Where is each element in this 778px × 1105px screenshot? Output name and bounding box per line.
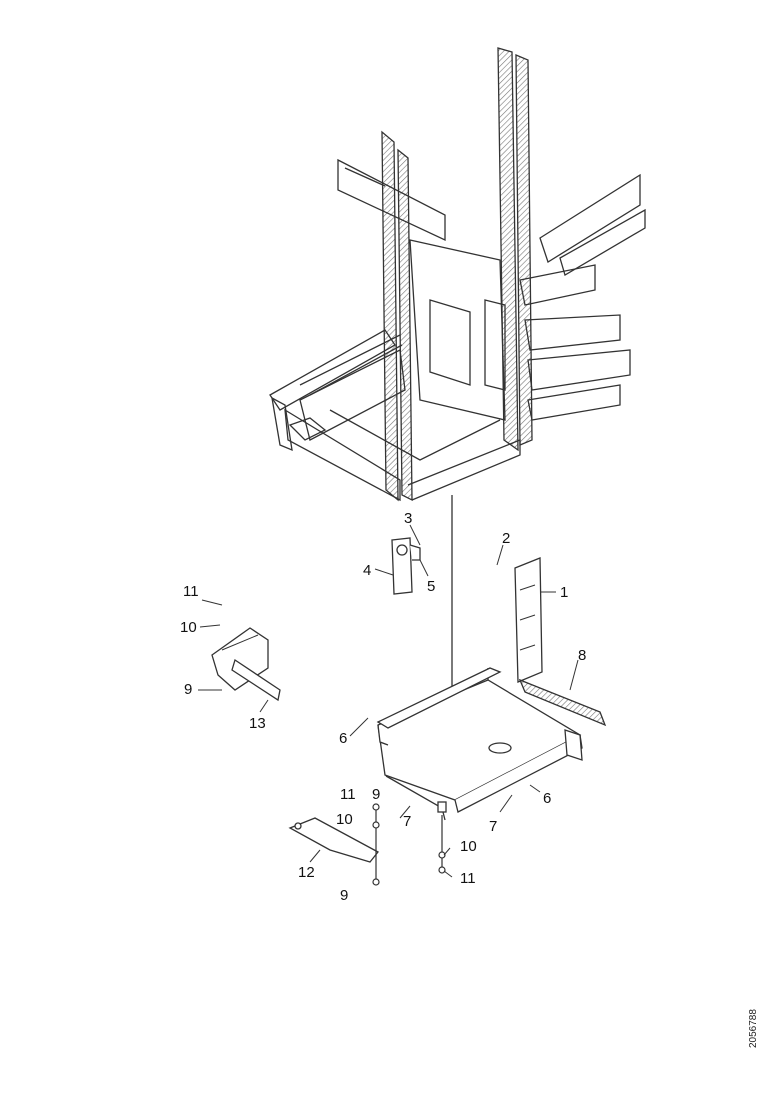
callout-5: 5 xyxy=(427,578,435,595)
callout-8: 8 xyxy=(578,647,586,664)
callout-6-right: 6 xyxy=(543,790,551,807)
callout-12: 12 xyxy=(298,864,315,881)
callout-10-right: 10 xyxy=(460,838,477,855)
callout-11-middle: 11 xyxy=(340,786,356,803)
callout-9-left: 9 xyxy=(184,681,192,698)
callout-4: 4 xyxy=(363,562,371,579)
leader-lines xyxy=(198,524,579,878)
bracket-4 xyxy=(391,537,421,595)
fastener-stack-right xyxy=(438,815,446,874)
callout-labels: 1 2 3 4 5 6 6 7 7 8 9 9 9 10 10 10 11 11… xyxy=(180,510,586,904)
callout-7-left: 7 xyxy=(403,813,411,830)
side-bracket-1 xyxy=(514,557,543,683)
callout-13: 13 xyxy=(249,715,266,732)
frame-assembly xyxy=(269,47,646,502)
callout-7-right: 7 xyxy=(489,818,497,835)
fastener-stack-left xyxy=(372,803,380,886)
callout-9-middle: 9 xyxy=(372,786,380,803)
callout-6-left: 6 xyxy=(339,730,347,747)
callout-9-bottom: 9 xyxy=(340,887,348,904)
callout-2: 2 xyxy=(502,530,510,547)
callout-10-middle: 10 xyxy=(336,811,353,828)
callout-10-left: 10 xyxy=(180,619,197,636)
callout-11-right: 11 xyxy=(460,870,476,887)
bracket-13 xyxy=(211,627,281,702)
floor-plate-6 xyxy=(376,667,583,821)
callout-11-left: 11 xyxy=(183,583,199,600)
callout-1: 1 xyxy=(560,584,568,601)
rail-8 xyxy=(518,678,607,727)
bracket-12 xyxy=(288,817,379,863)
drawing-code: 2056788 xyxy=(748,1009,759,1048)
callout-3: 3 xyxy=(404,510,412,527)
